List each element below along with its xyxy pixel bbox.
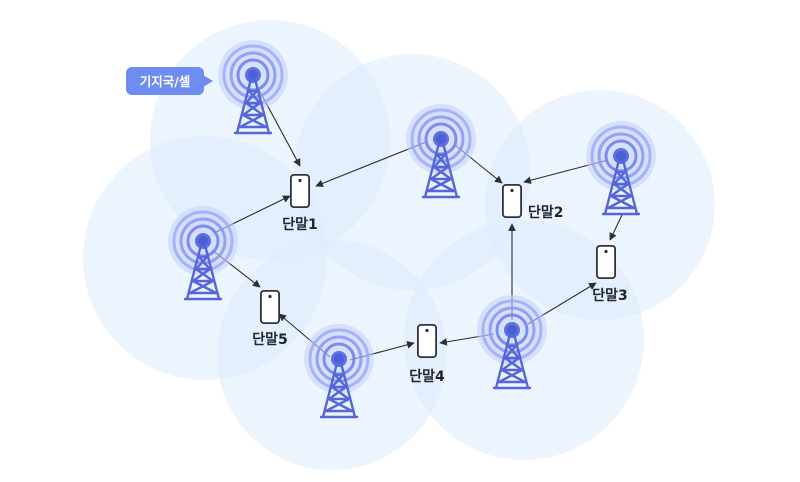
phone-icon: [416, 323, 438, 359]
terminal-label-5: 단말5: [252, 331, 288, 348]
terminal-label-1: 단말1: [282, 216, 318, 233]
phone-icon: [259, 289, 281, 325]
arrow-tower-d-to-terminal-3: [609, 214, 623, 241]
phone-icon: [501, 183, 522, 219]
cell-area-3: [294, 54, 530, 290]
terminal-label-3: 단말3: [592, 287, 628, 304]
terminal-labels: 단말1 단말2 단말3 단말4 단말5: [252, 204, 628, 385]
callout-label: 기지국/셀: [140, 74, 191, 89]
callout-bubble: [126, 67, 204, 95]
callout-pointer: [203, 75, 213, 87]
terminal-label-2: 단말2: [528, 204, 564, 221]
phone-icon: [289, 173, 311, 209]
base-station-callout: 기지국/셀: [126, 67, 213, 95]
phone-icon: [596, 244, 616, 280]
terminal-label-4: 단말4: [409, 368, 445, 385]
